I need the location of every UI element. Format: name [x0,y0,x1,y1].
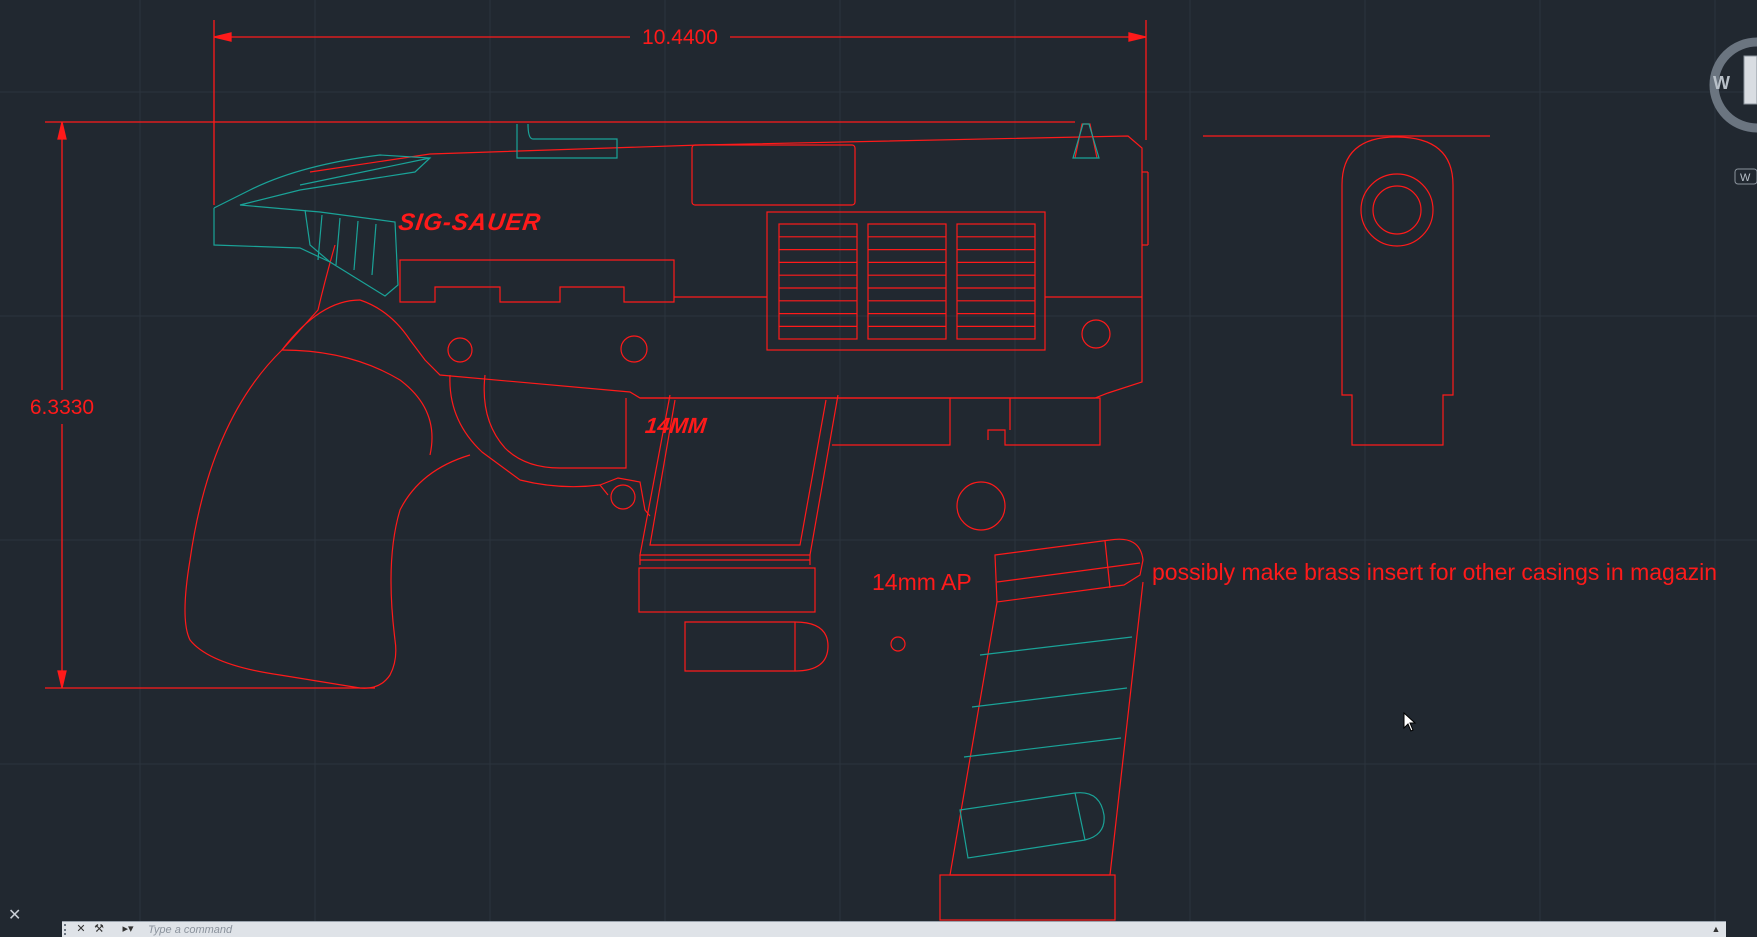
pistol-front-view[interactable] [1203,135,1490,446]
close-icon[interactable]: ✕ [8,907,22,924]
command-line-bar[interactable]: ✕ ⚒ ▸▾ ▲ [62,921,1726,937]
pistol-accent-lines [213,123,1100,297]
caliber-label: 14MM [644,413,708,438]
design-note: possibly make brass insert for other cas… [1152,559,1717,585]
viewcube[interactable]: W W [1709,37,1757,185]
wcs-label: W [1740,172,1751,184]
brand-label: SIG-SAUER [397,209,543,236]
customize-wrench-icon[interactable]: ⚒ [94,923,104,935]
drag-handle[interactable] [64,924,71,935]
height-dimension[interactable] [45,121,1075,689]
magazine-follower-lines [959,636,1133,859]
mouse-cursor-icon [1403,712,1417,732]
width-dimension-value: 10.4400 [642,26,718,49]
width-dimension[interactable] [213,20,1147,205]
close-command-line-icon[interactable]: ✕ [76,923,86,935]
viewcube-compass-label: W [1713,73,1730,93]
command-history-up-icon[interactable]: ▲ [1711,924,1721,934]
pistol-side-view[interactable] [184,123,1149,689]
command-input[interactable] [148,923,1628,936]
magazine-drawing[interactable] [939,538,1144,921]
ammo-label: 14mm AP [872,569,972,595]
recent-commands-icon[interactable]: ▸▾ [122,923,134,935]
height-dimension-value: 6.3330 [30,396,94,419]
